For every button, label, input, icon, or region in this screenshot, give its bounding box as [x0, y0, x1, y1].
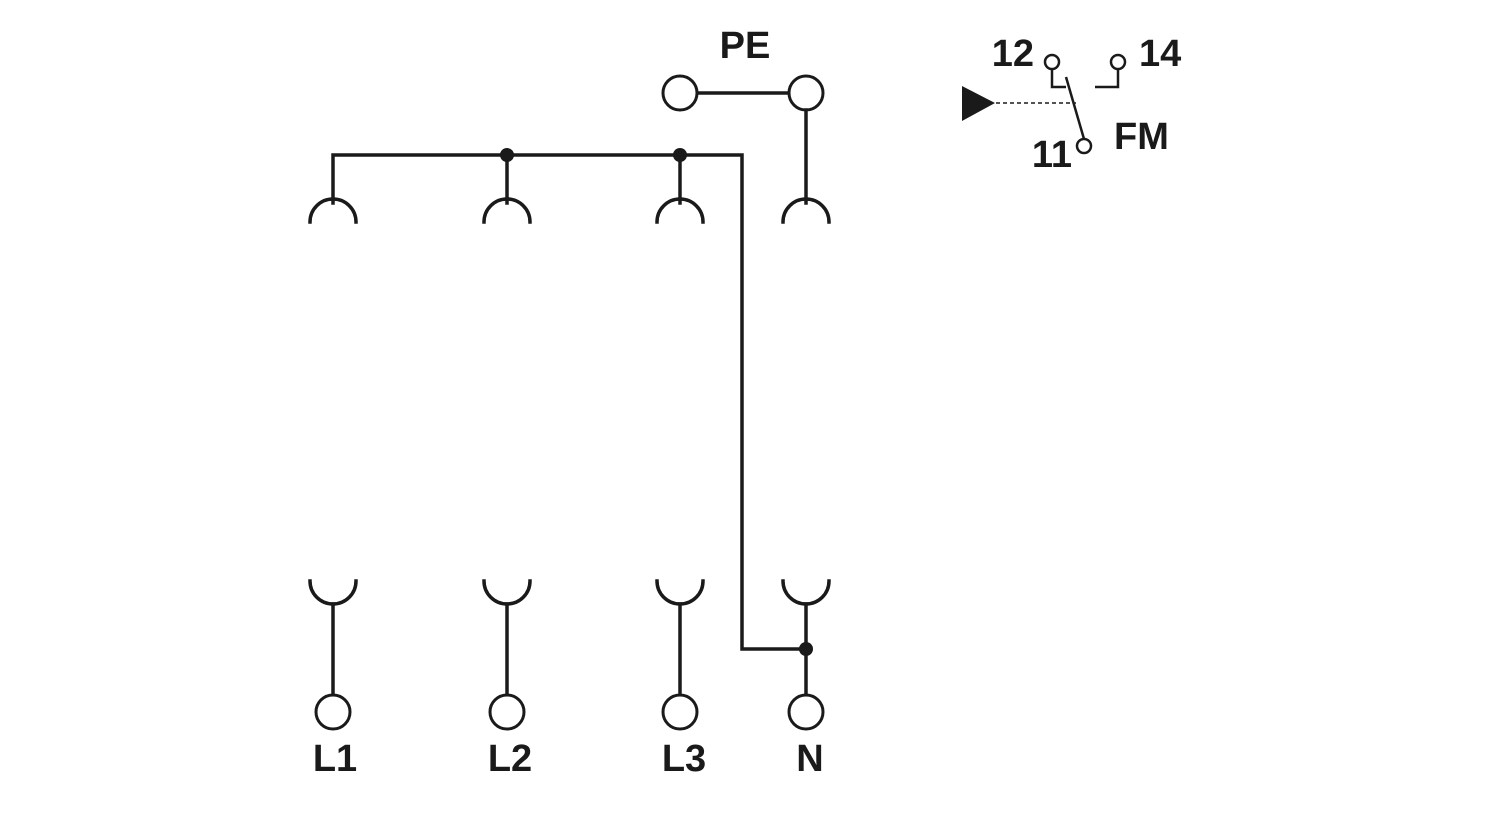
- lower-contact-n: [781, 579, 831, 606]
- upper-contacts: [308, 197, 831, 224]
- label-l1: L1: [313, 738, 357, 780]
- contact-12-terminal: [1043, 53, 1061, 71]
- label-contact-11: 11: [1032, 134, 1072, 176]
- bottom-terminals: [314, 693, 825, 731]
- actuator-triangle-icon: [962, 86, 995, 121]
- label-contact-12: 12: [992, 33, 1034, 75]
- pe-terminal-left: [661, 74, 699, 112]
- contact-switch-blade: [1064, 76, 1086, 140]
- lower-contact-l1: [308, 579, 358, 606]
- top-bus: [331, 148, 808, 651]
- terminal-l2: [488, 693, 526, 731]
- terminal-l1: [314, 693, 352, 731]
- label-fm: FM: [1114, 116, 1169, 158]
- contact-14-terminal: [1109, 53, 1127, 71]
- label-contact-14: 14: [1139, 33, 1181, 75]
- upper-contact-l2: [482, 197, 532, 224]
- label-n: N: [796, 738, 823, 780]
- bottom-labels: L1 L2 L3 N: [313, 738, 824, 780]
- upper-contact-l3: [655, 197, 705, 224]
- terminal-n: [787, 693, 825, 731]
- label-l3: L3: [662, 738, 706, 780]
- terminal-l3: [661, 693, 699, 731]
- lower-contact-l3: [655, 579, 705, 606]
- pe-terminal-right: [787, 74, 825, 112]
- pe-group: PE: [661, 25, 825, 205]
- junction-dot-l2: [500, 148, 514, 162]
- bus-wire: [331, 153, 808, 651]
- fm-contact: 12 14 11 FM: [962, 33, 1181, 176]
- lower-contacts: [308, 579, 831, 606]
- contact-12-lead: [1050, 69, 1066, 89]
- contact-14-lead: [1095, 69, 1120, 89]
- junction-dot-n: [799, 642, 813, 656]
- upper-contact-l1: [308, 197, 358, 224]
- label-l2: L2: [488, 738, 532, 780]
- lower-wires: [331, 602, 813, 696]
- upper-contact-n: [781, 197, 831, 224]
- junction-dot-l3: [673, 148, 687, 162]
- pe-label: PE: [720, 25, 771, 67]
- lower-contact-l2: [482, 579, 532, 606]
- contact-11-terminal: [1075, 137, 1093, 155]
